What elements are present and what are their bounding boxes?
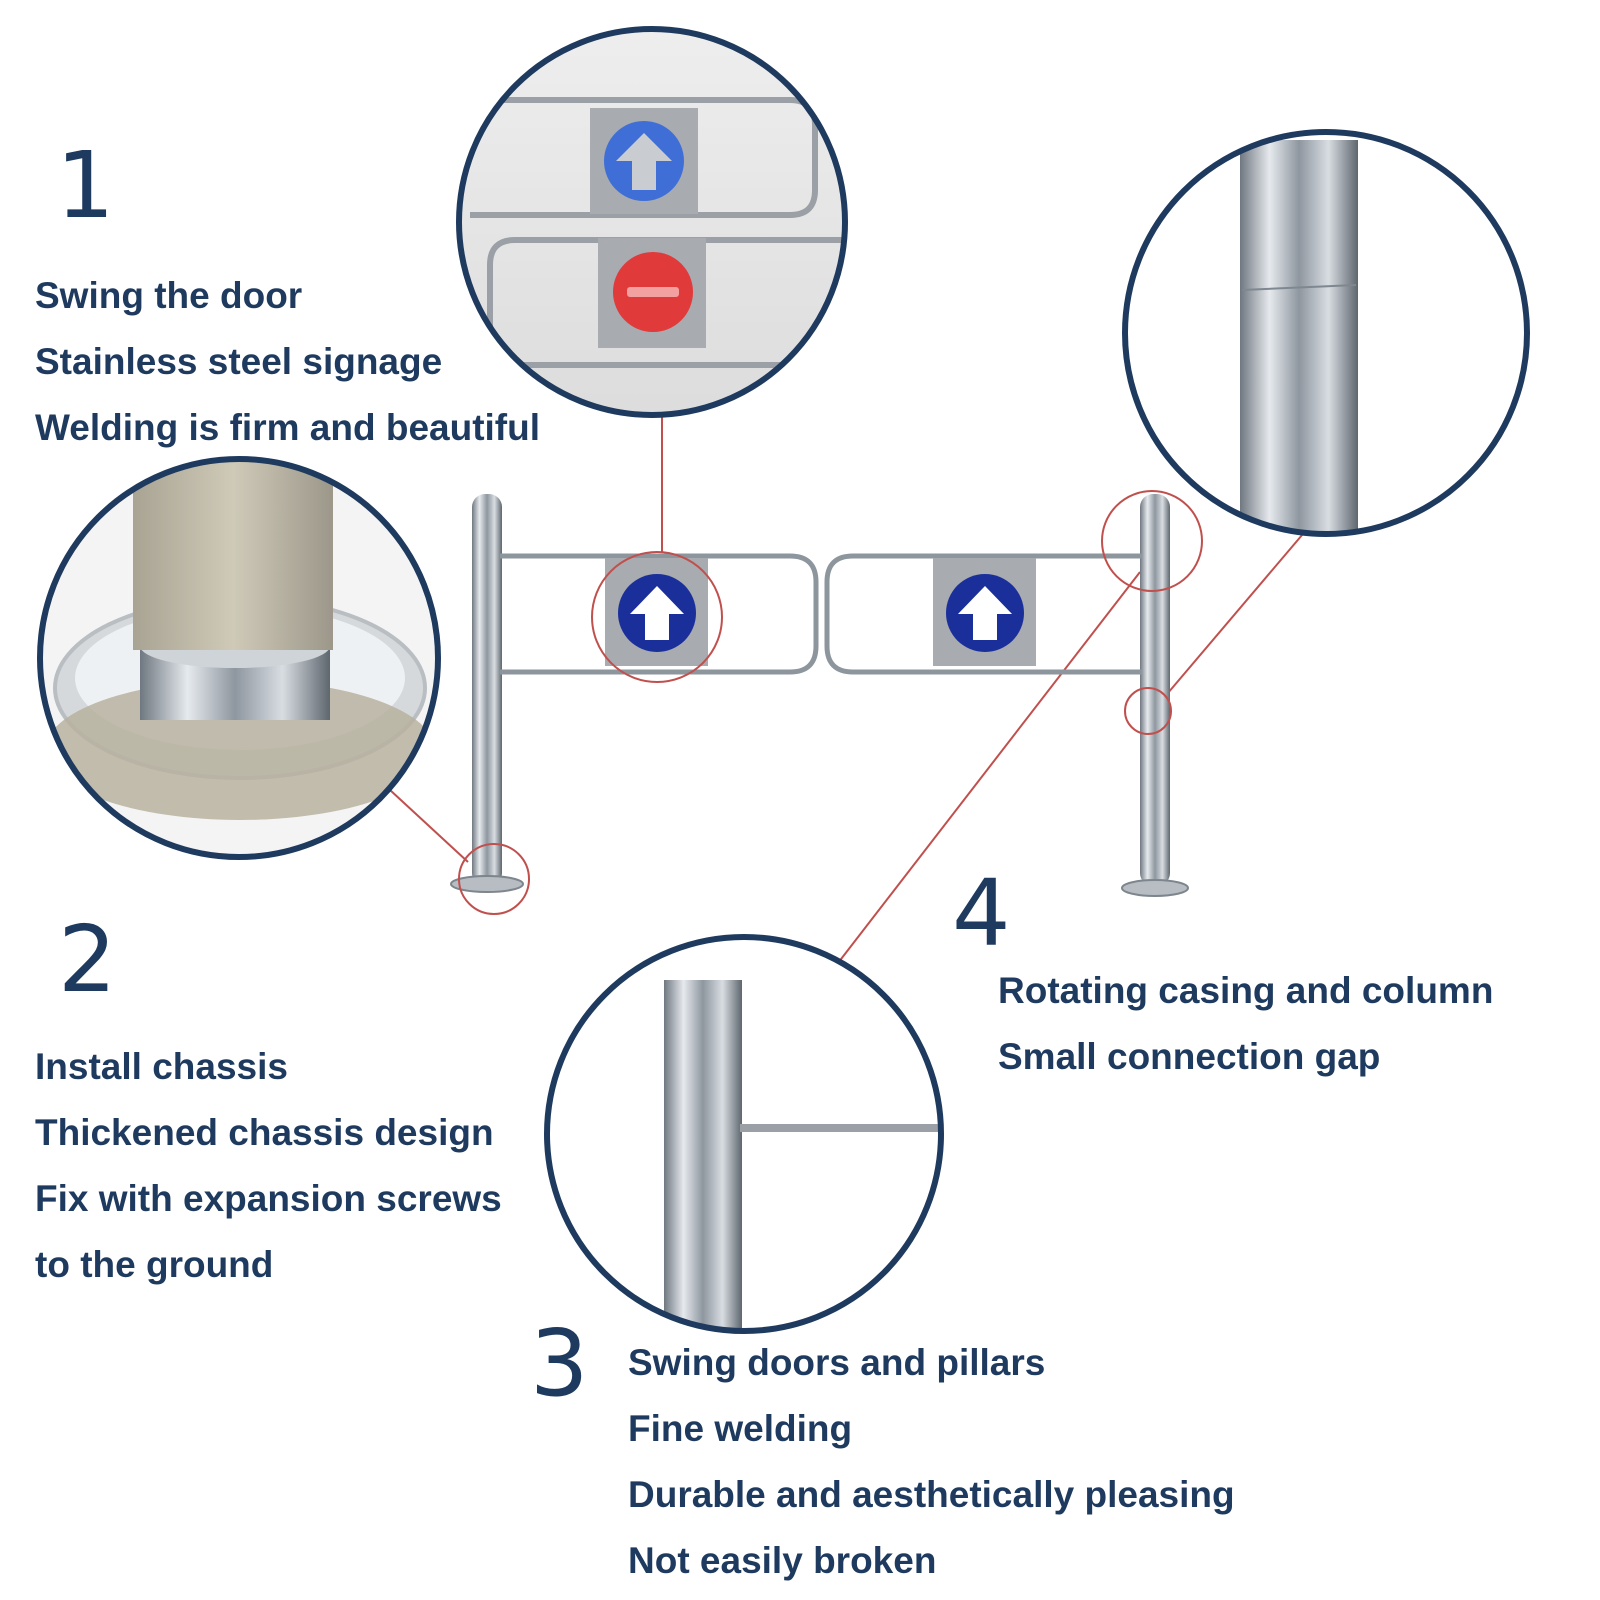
feature-item: Install chassis: [35, 1046, 288, 1087]
up-arrow-icon: [933, 558, 1036, 666]
feature-item: to the ground: [35, 1244, 274, 1285]
feature-list-3: Swing doors and pillars Fine welding Dur…: [628, 1330, 1235, 1594]
feature-list-4: Rotating casing and column Small connect…: [998, 958, 1493, 1090]
feature-item: Fine welding: [628, 1408, 853, 1449]
feature-item: Swing doors and pillars: [628, 1342, 1046, 1383]
feature-item: Stainless steel signage: [35, 341, 443, 382]
highlight-circles: [458, 490, 1203, 915]
feature-item: Durable and aesthetically pleasing: [628, 1474, 1235, 1515]
detail-circle-signage: [456, 26, 848, 418]
feature-item: Swing the door: [35, 275, 303, 316]
feature-item: Not easily broken: [628, 1540, 937, 1581]
up-arrow-icon: [605, 558, 708, 666]
section-number-4: 4: [952, 860, 1011, 967]
feature-item: Rotating casing and column: [998, 970, 1494, 1011]
feature-list-1: Swing the door Stainless steel signage W…: [35, 263, 540, 461]
feature-item: Welding is firm and beautiful: [35, 407, 541, 448]
feature-item: Fix with expansion screws: [35, 1178, 502, 1219]
feature-list-2: Install chassis Thickened chassis design…: [35, 1034, 502, 1298]
detail-circle-casing: [1122, 129, 1530, 537]
feature-item: Small connection gap: [998, 1036, 1381, 1077]
section-number-1: 1: [56, 132, 115, 239]
turnstile-gate: [450, 494, 1189, 897]
section-number-3: 3: [530, 1310, 589, 1417]
section-number-2: 2: [58, 906, 117, 1013]
leader-lines: [389, 415, 1309, 964]
detail-circle-welding: [544, 934, 944, 1334]
detail-circle-chassis: [37, 456, 441, 860]
feature-item: Thickened chassis design: [35, 1112, 494, 1153]
